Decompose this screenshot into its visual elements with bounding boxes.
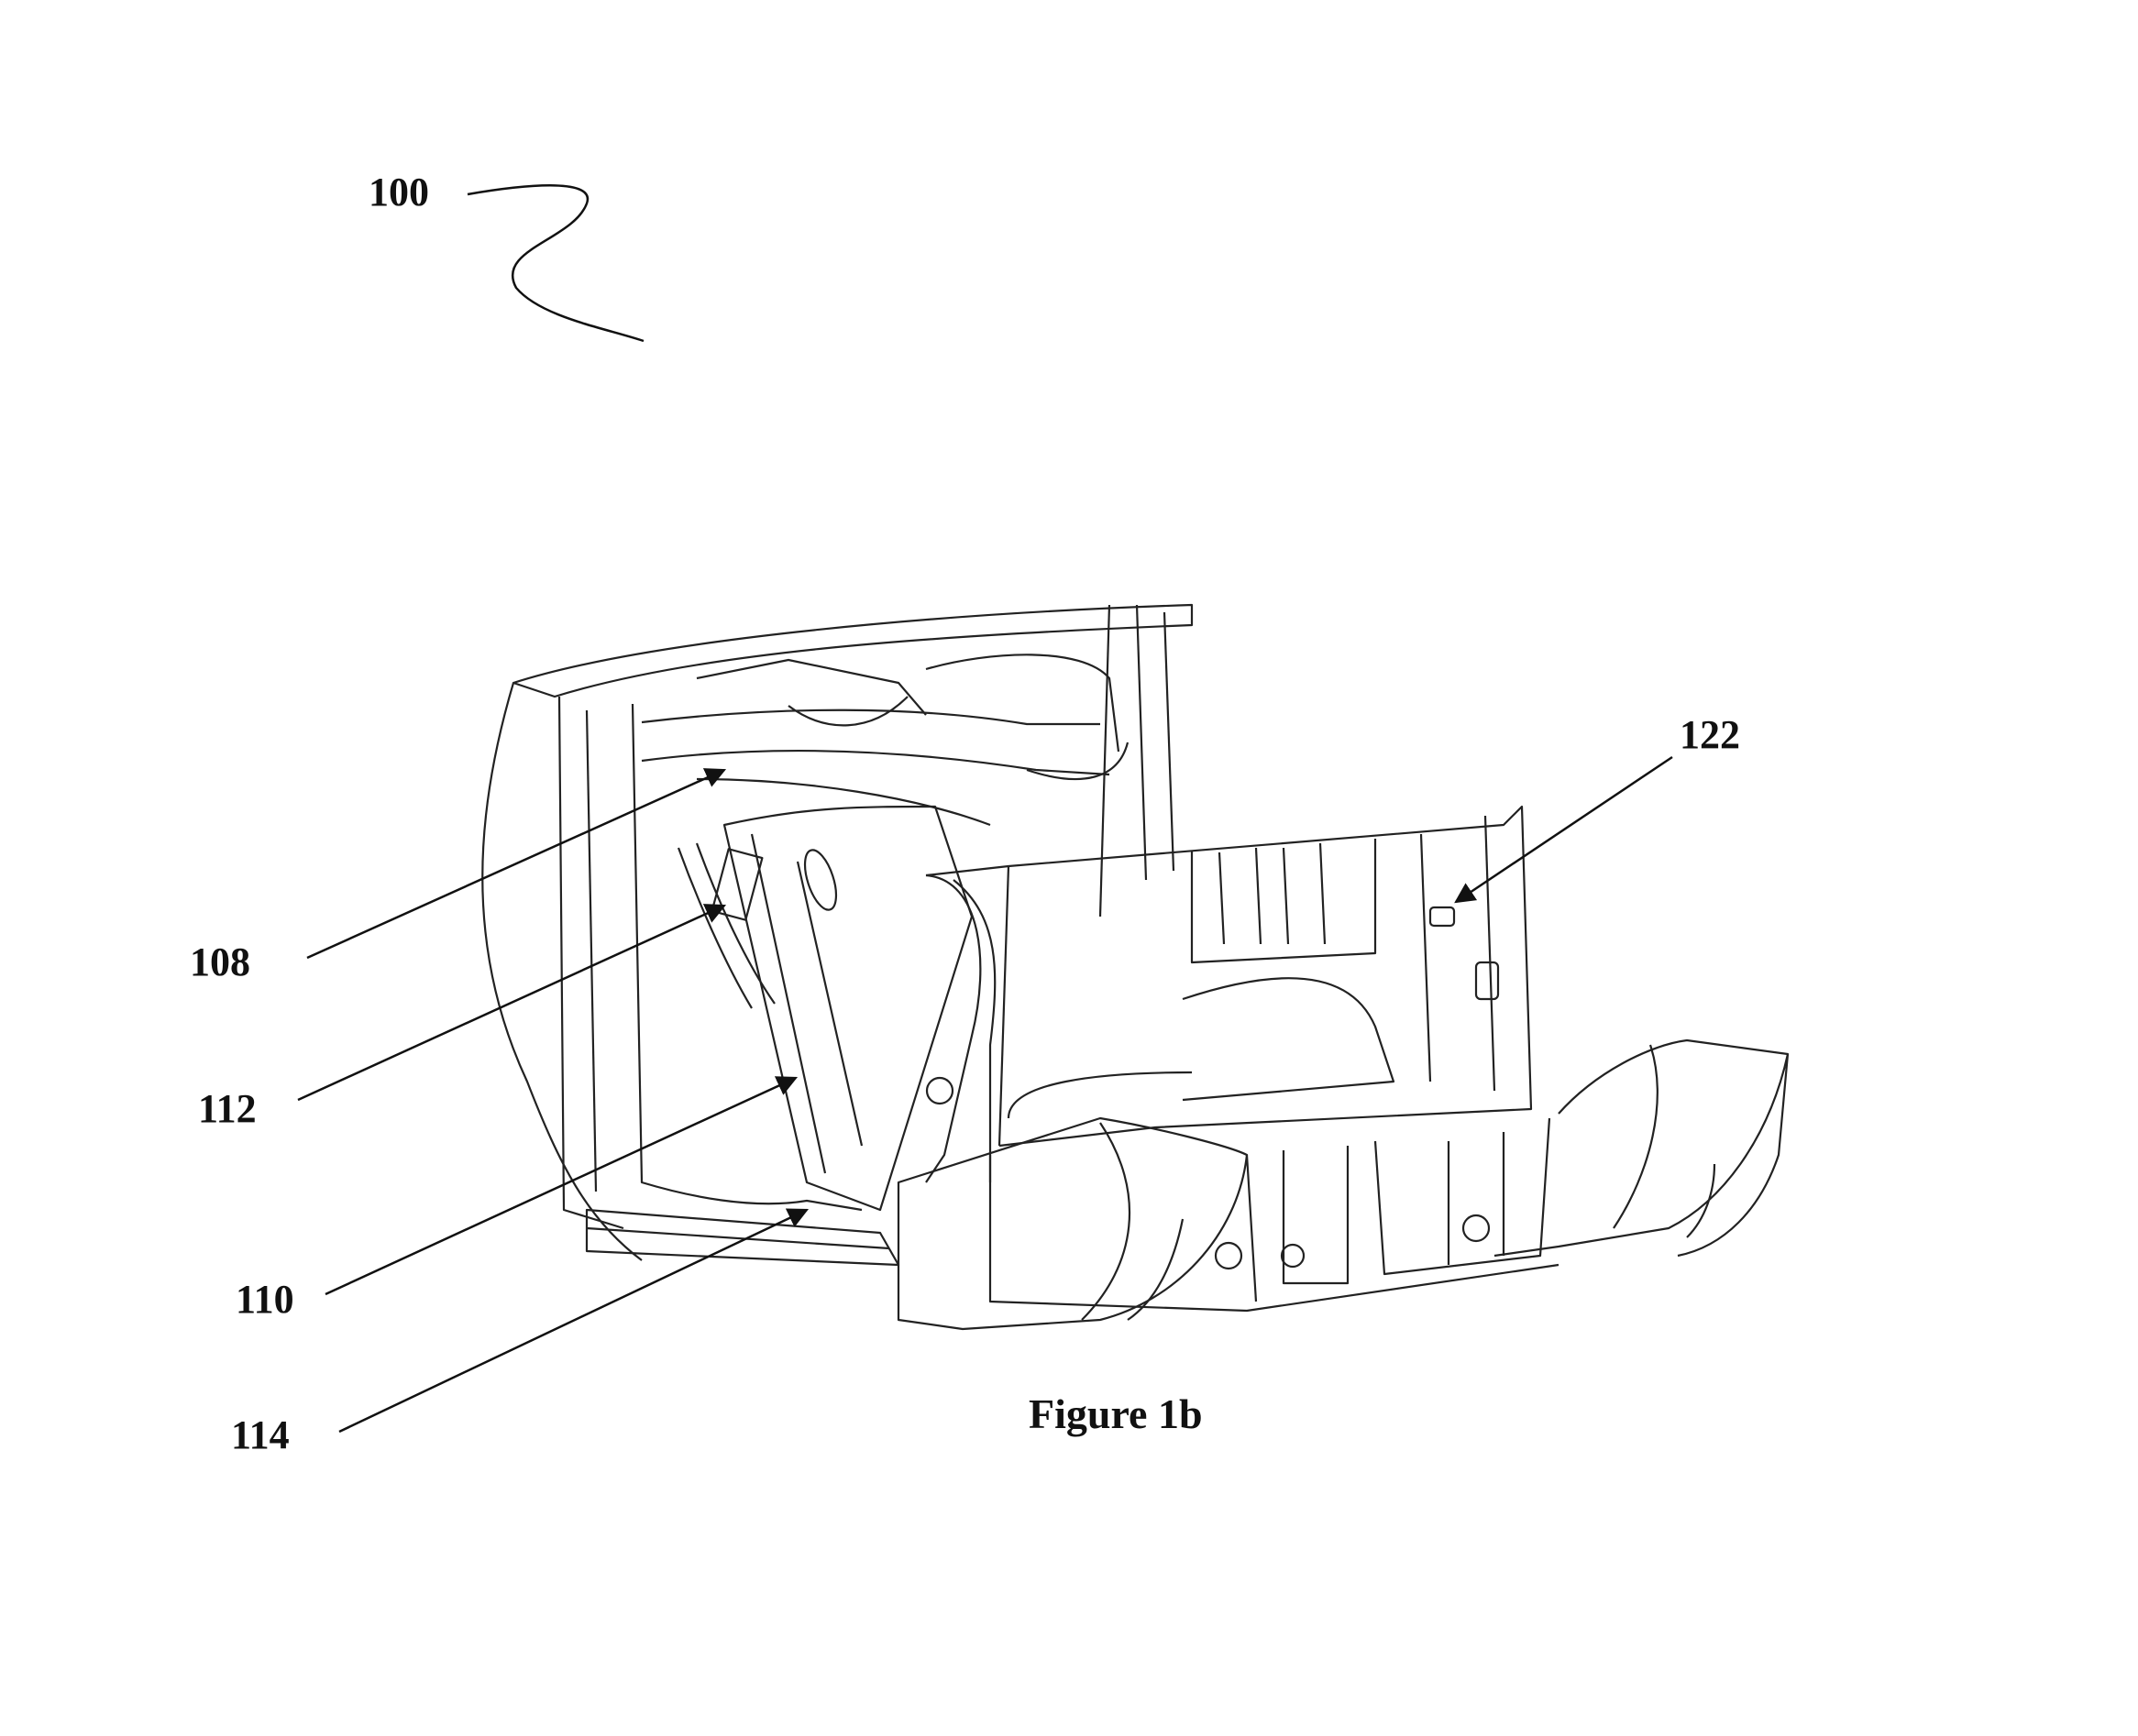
reference-numeral-122: 122 bbox=[1680, 712, 1740, 757]
leader-line-100 bbox=[467, 184, 645, 343]
leader-line-122 bbox=[1454, 755, 1673, 904]
reference-numeral-110: 110 bbox=[236, 1277, 294, 1322]
leader-line-108 bbox=[306, 768, 727, 960]
reference-numeral-112: 112 bbox=[198, 1086, 257, 1131]
reference-numeral-100: 100 bbox=[369, 170, 429, 214]
leader-line-114 bbox=[338, 1208, 810, 1434]
leader-line-110 bbox=[325, 1076, 799, 1296]
figure-caption: Figure 1b bbox=[1029, 1390, 1203, 1437]
vehicle-cab-structure bbox=[481, 603, 1790, 1331]
reference-numeral-114: 114 bbox=[231, 1412, 290, 1457]
leader-lines bbox=[297, 755, 1673, 1434]
leader-line-112 bbox=[297, 904, 727, 1102]
reference-numeral-108: 108 bbox=[190, 939, 250, 984]
